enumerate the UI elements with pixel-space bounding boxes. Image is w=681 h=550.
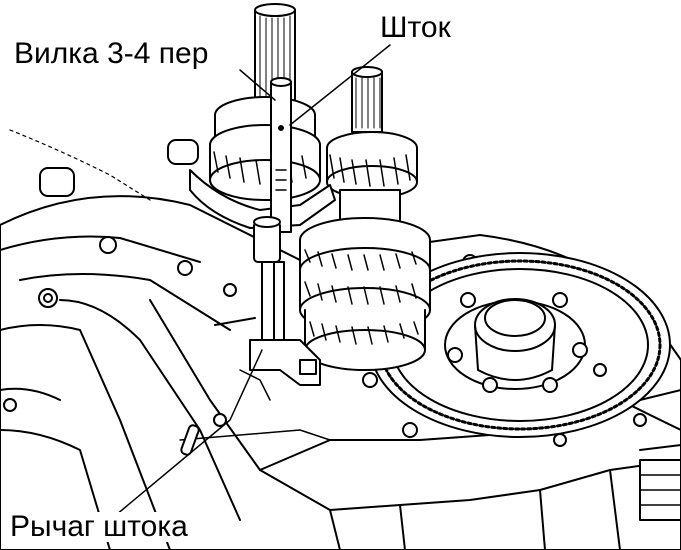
leader-line-lever	[109, 349, 263, 521]
leader-lines	[109, 44, 391, 521]
output-shaft-gears	[299, 66, 431, 371]
shift-lever	[214, 216, 321, 401]
leader-line-rod	[289, 44, 391, 126]
shift-rod	[270, 77, 292, 233]
input-shaft-gears	[189, 3, 336, 229]
label-rod: Шток	[378, 11, 453, 44]
differential-ring-gear	[369, 252, 671, 438]
label-fork-3-4: Вилка 3-4 пер	[12, 37, 211, 70]
leader-line-fork	[239, 69, 276, 101]
label-rod-lever: Рычаг штока	[8, 510, 190, 543]
